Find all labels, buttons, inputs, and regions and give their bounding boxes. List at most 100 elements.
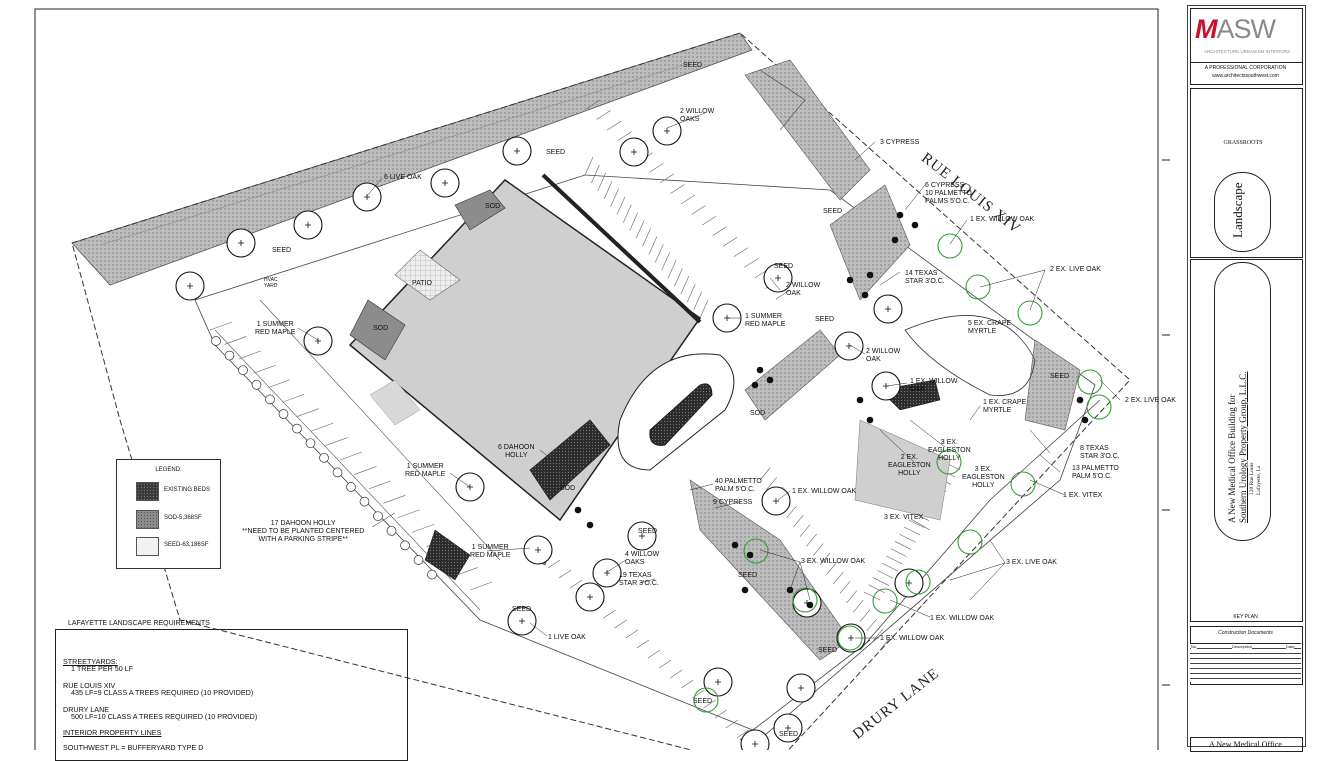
tree-symbol: [303, 326, 333, 356]
tree-symbol: [873, 294, 903, 324]
parking-stripe: [558, 569, 572, 579]
holly-symbol: [346, 482, 356, 492]
parking-stripe: [766, 477, 777, 490]
label-40-palmetto-palm: 40 PALMETTO PALM 5'O.C.: [715, 478, 762, 493]
shrub-symbol: [574, 506, 582, 514]
existing-tree-symbol: [872, 588, 898, 614]
parking-stripe: [649, 163, 664, 173]
shrub-symbol: [846, 276, 854, 284]
tree-symbol: [226, 228, 256, 258]
shrub-symbol: [766, 376, 774, 384]
req-southwest-text: SOUTHWEST PL = BUFFERYARD TYPE D: [63, 743, 204, 752]
existing-tree-symbol: [965, 274, 991, 300]
label-sod: SOD: [750, 410, 766, 417]
parking-stripe: [661, 252, 670, 271]
holly-symbol: [319, 452, 329, 463]
parking-stripe: [908, 519, 925, 529]
parking-stripe: [354, 466, 377, 475]
parking-stripe: [686, 283, 696, 303]
parking-stripe: [725, 719, 738, 729]
label-1-ex-willow-oak: 1 EX. WILLOW OAK: [970, 216, 1035, 223]
project-title-1: A New Medical Office Building for: [1227, 394, 1237, 523]
tree-symbol: [592, 558, 622, 588]
parking-stripe: [614, 619, 627, 629]
tree-symbol: [523, 535, 553, 565]
label-seed: SEED: [818, 647, 838, 654]
parking-stripe: [681, 679, 694, 689]
existing-tree-symbol: [1086, 394, 1112, 420]
req-rue-heading: RUE LOUIS XIV: [63, 681, 116, 690]
label-seed: SEED: [738, 572, 758, 579]
label-1-ex-willow-oak-c: 1 EX. WILLOW OAK: [792, 488, 857, 495]
existing-tree-symbol: [957, 529, 983, 555]
shrub-symbol: [731, 541, 739, 549]
project-title-2: Southern Urology Property Group, L.L.C.: [1238, 371, 1248, 523]
parking-stripe: [412, 523, 435, 533]
parking-stripe: [635, 220, 645, 239]
holly-symbol: [251, 379, 262, 390]
firm-logo: MASW: [1195, 14, 1276, 45]
legend-item-sod: SOD-5,368SF: [136, 510, 216, 529]
project-address-1: 120 Rue Louis: [1249, 462, 1255, 495]
shrub-symbol: [806, 601, 814, 609]
project-address-2: Lafayette, La: [1256, 465, 1262, 495]
parking-stripe: [655, 244, 664, 263]
title-block: [1184, 0, 1334, 750]
holly-symbol: [359, 496, 370, 507]
label-1-summer-red-maple-d: 1 SUMMER RED MAPLE: [470, 544, 511, 559]
parking-stripe: [877, 570, 894, 579]
title-block-frame: [1187, 5, 1306, 747]
label-seed: SEED: [638, 528, 658, 535]
parking-stripe: [846, 590, 857, 603]
label-2-ex-live-oak: 2 EX. LIVE OAK: [1050, 266, 1101, 273]
tree-symbol: [430, 168, 460, 198]
holly-symbol: [413, 555, 424, 565]
tree-symbol: [507, 606, 537, 636]
label-1-ex-willow-oak-d: 1 EX. WILLOW OAK: [930, 615, 995, 622]
tree-symbol: [627, 521, 657, 551]
parking-stripe: [547, 559, 561, 569]
parking-stripe: [890, 548, 907, 557]
label-2-ex-eagleston-holly: 2 EX. EAGLESTON HOLLY: [888, 454, 931, 477]
parking-stripe: [793, 515, 804, 528]
label-6-live-oak: 6 LIVE OAK: [384, 174, 422, 181]
shrub-symbol: [856, 396, 864, 404]
parking-stripe: [806, 533, 817, 547]
parking-stripe: [253, 365, 276, 374]
property-line: [71, 32, 1131, 750]
sheet-name-frame: [1214, 172, 1271, 252]
parking-stripe: [701, 215, 717, 226]
legend-swatch: [136, 510, 159, 529]
parking-stripe: [629, 212, 638, 231]
shrub-symbol: [586, 521, 594, 529]
requirements-title: LAFAYETTE LANDSCAPE REQUIREMENTS: [68, 620, 210, 627]
parking-stripe: [813, 543, 824, 556]
label-6-dahoon-holly: 6 DAHOON HOLLY: [498, 444, 535, 459]
label-seed: SEED: [512, 606, 532, 613]
existing-tree-symbol: [936, 449, 962, 475]
holly-symbol: [386, 525, 397, 536]
parking-stripe: [469, 581, 493, 591]
parking-stripe: [680, 194, 696, 205]
shrub-symbol: [866, 416, 874, 424]
parking-stripe: [368, 480, 391, 490]
tree-symbol: [352, 182, 382, 212]
label-14-texas-star: 14 TEXAS STAR 3'O.C.: [905, 270, 945, 285]
holly-symbol: [224, 350, 235, 361]
label-1-ex-willow-oak-e: 1 EX. WILLOW OAK: [880, 635, 945, 642]
label-1-ex-vitex: 1 EX. VITEX: [1063, 492, 1103, 499]
req-streetyards-text: 1 TREE PER 50 LF: [71, 664, 134, 673]
label-sod: SOD: [560, 485, 576, 492]
holly-symbol: [427, 569, 437, 580]
tree-symbol: [894, 568, 924, 598]
legend-label: SOD-5,368SF: [164, 515, 202, 521]
parking-stripe: [759, 467, 771, 481]
parking-stripe: [606, 120, 622, 131]
col-no: No.: [1191, 644, 1198, 649]
parking-stripe: [591, 164, 600, 184]
leader-lines: [297, 112, 1121, 639]
tree-symbol: [619, 137, 649, 167]
tree-symbols: [175, 116, 924, 750]
holly-symbol: [278, 409, 289, 419]
label-8-texas-star: 8 TEXAS STAR 3'O.C.: [1080, 445, 1120, 460]
